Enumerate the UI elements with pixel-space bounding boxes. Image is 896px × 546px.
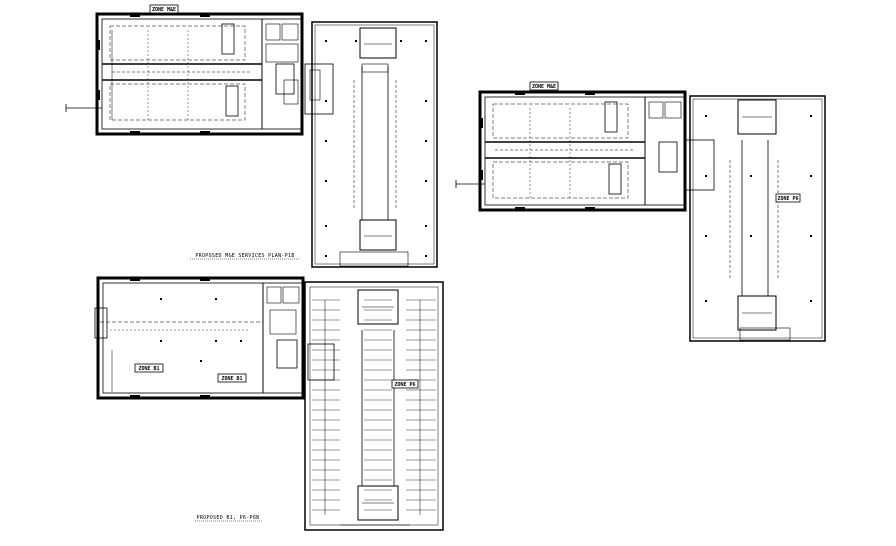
parking-bays (312, 299, 436, 511)
parking-outline (304, 281, 444, 531)
zone-label-bottom-left-b: ZONE B1 (221, 376, 242, 382)
parking-plan-top-center (304, 21, 438, 268)
parking-outline (311, 21, 438, 268)
zone-label-bottom-parking: ZONE P6 (394, 382, 415, 388)
caption-bottom: PROPOSED B1, P6-P6B (197, 515, 260, 521)
parking-outline (689, 95, 826, 342)
zone-tag-bottom-left-a (134, 363, 164, 373)
zone-label-right-parking: ZONE P6 (777, 196, 798, 202)
zone-tag-right-parking (775, 193, 801, 203)
zone-tag-mid-right (529, 81, 559, 91)
parking-plan-right (685, 95, 826, 342)
floor-plan-mid-right (455, 90, 687, 212)
zone-label-top-left: ZONE M&E (152, 7, 176, 13)
floor-plan-top-left (65, 12, 304, 136)
zone-tag-bottom-parking (391, 379, 419, 389)
zone-tag-bottom-left-b (217, 373, 247, 383)
column-grid-top-center (325, 40, 427, 257)
floor-plan-bottom-left (94, 276, 305, 400)
caption-middle: PROPOSED M&E SERVICES PLAN-P1B (195, 253, 294, 259)
column-grid-bottom-left (160, 298, 242, 362)
zone-label-mid-right: ZONE M&E (532, 84, 556, 90)
zone-label-bottom-left-a: ZONE B1 (138, 366, 159, 372)
zone-tag-top-left (149, 4, 179, 14)
column-grid-right (705, 115, 812, 302)
parking-plan-bottom (304, 281, 444, 531)
